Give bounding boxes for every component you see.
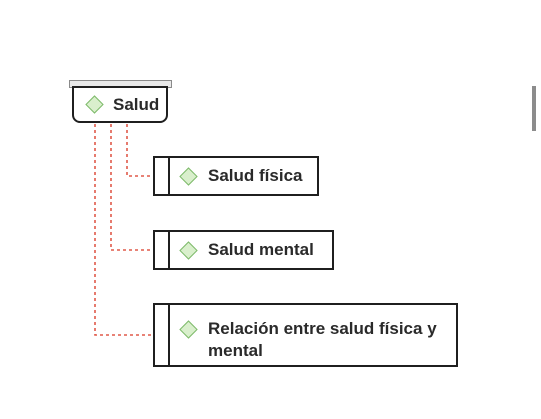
child-node-label: Salud física [208,166,303,185]
connector-root-to-child-3 [94,124,153,336]
root-node-label: Salud [113,94,160,114]
node-content: Salud mental [170,239,314,261]
topic-diamond-icon [179,320,198,339]
connector-root-to-child-2 [110,124,153,251]
scrollbar-thumb[interactable] [532,86,536,131]
child-node-salud-mental[interactable]: Salud mental [153,230,334,270]
child-node-relacion[interactable]: Relación entre salud física y mental [153,303,458,367]
child-node-label: Relación entre salud física y mental [208,319,437,360]
root-node[interactable]: Salud [72,86,168,123]
topic-diamond-icon [179,166,198,186]
node-content: Salud física [170,165,302,187]
connector-root-to-child-1 [126,124,153,177]
child-node-label: Salud mental [208,240,314,259]
topic-diamond-icon [85,95,104,114]
child-node-salud-fisica[interactable]: Salud física [153,156,319,196]
topic-diamond-icon [179,240,198,260]
node-side-bar [155,158,170,194]
node-content: Relación entre salud física y mental [170,308,448,362]
node-side-bar [155,232,170,268]
node-side-bar [155,305,170,365]
